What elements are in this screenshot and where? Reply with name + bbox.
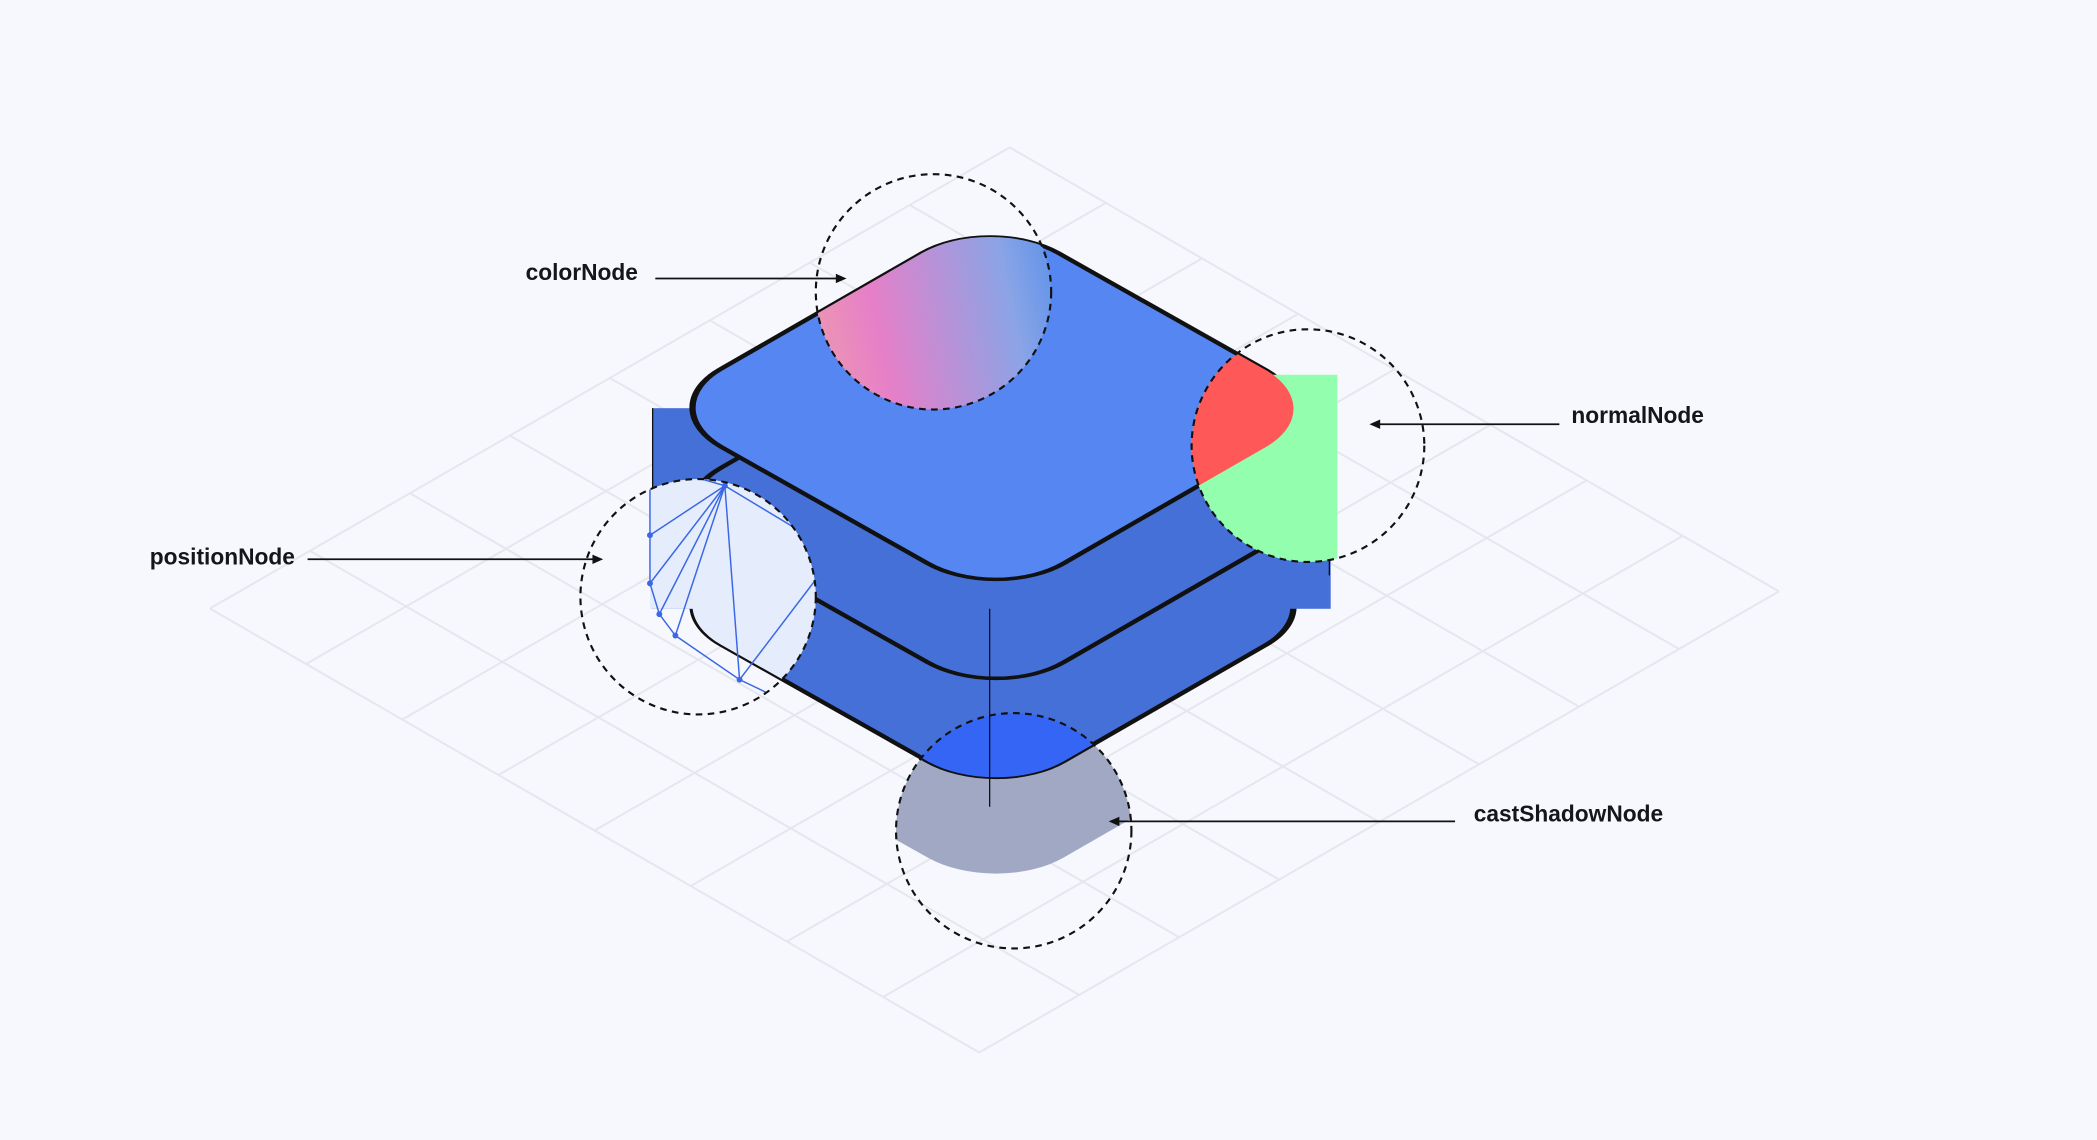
color-node-callout-circle	[814, 173, 1053, 411]
arrowhead-icon	[592, 554, 604, 564]
normal-node-label: normalNode	[1571, 402, 1704, 428]
arrowhead-icon	[1369, 419, 1381, 429]
cast-shadow-node-callout-circle	[894, 712, 1133, 950]
position-node-callout-circle	[579, 477, 817, 716]
arrowhead-icon	[835, 273, 847, 284]
normal-node-callout-circle	[1190, 328, 1426, 564]
color-node-label: colorNode	[526, 259, 638, 285]
position-node-wireframe	[647, 479, 816, 715]
cast-shadow-node-label: castShadowNode	[1474, 800, 1663, 826]
arrowhead-icon	[1108, 816, 1120, 827]
position-node-label: positionNode	[150, 544, 295, 570]
